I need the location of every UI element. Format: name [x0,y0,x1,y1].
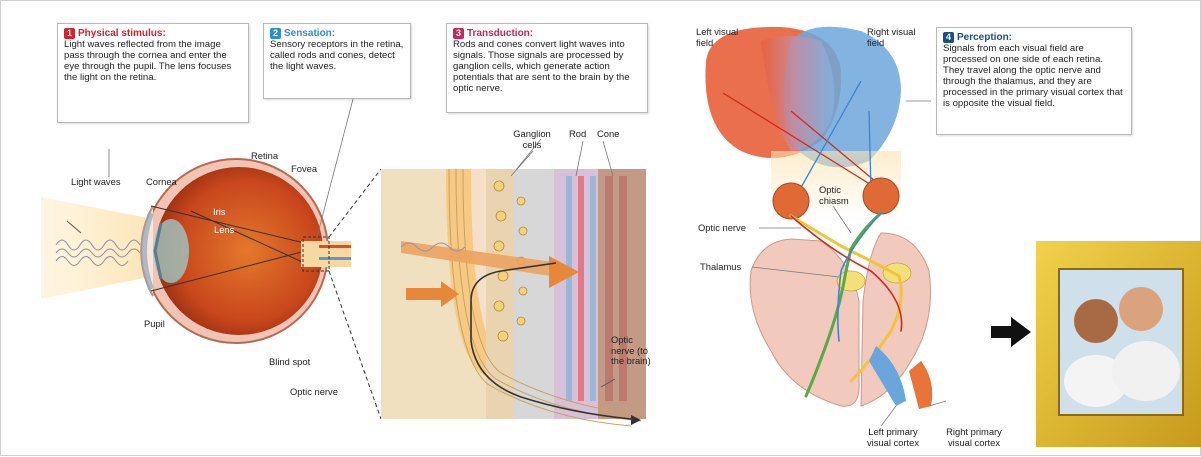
label-fovea: Fovea [291,164,317,175]
label-optic-nerve-to-brain: Optic nerve (to the brain) [611,335,651,367]
brain-hemispheres [750,233,930,406]
label-rod: Rod [569,129,586,140]
step-1-number: 1 [64,28,75,39]
step-3-title: Transduction: [467,28,533,39]
couple-photo [1036,241,1201,447]
label-optic-nerve-eye: Optic nerve [290,387,338,398]
label-optic-chiasm: Optic chiasm [819,185,863,206]
arrow-to-photo [991,317,1031,347]
label-left-visual-field: Left visual field [696,27,756,48]
step-4-title: Perception: [957,32,1012,43]
step-3-number: 3 [453,28,464,39]
label-blind-spot: Blind spot [269,357,310,368]
label-ganglion-cells: Ganglion cells [509,129,555,150]
step-2-number: 2 [270,28,281,39]
label-retina: Retina [251,151,278,162]
label-cornea: Cornea [146,177,177,188]
label-optic-nerve-brain: Optic nerve [698,223,746,234]
label-right-primary-visual-cortex: Right primary visual cortex [937,427,1011,448]
label-left-primary-visual-cortex: Left primary visual cortex [857,427,929,448]
label-right-visual-field: Right visual field [867,27,933,48]
label-light-waves: Light waves [71,177,121,188]
step-3-text: Rods and cones convert light waves into … [453,39,641,94]
label-iris: Iris [213,207,226,218]
step-2-title: Sensation: [284,28,335,39]
optic-nerve-stub [301,241,351,267]
step-2-text: Sensory receptors in the retina, called … [270,39,404,72]
step-1-text: Light waves reflected from the image pas… [64,39,242,83]
label-pupil: Pupil [144,319,165,330]
step-1-title: Physical stimulus: [78,28,166,39]
step-4-text: Signals from each visual field are proce… [943,43,1125,109]
label-thalamus: Thalamus [700,262,741,273]
step-4-number: 4 [943,32,954,43]
label-cone: Cone [597,129,619,140]
label-lens: Lens [214,225,234,236]
